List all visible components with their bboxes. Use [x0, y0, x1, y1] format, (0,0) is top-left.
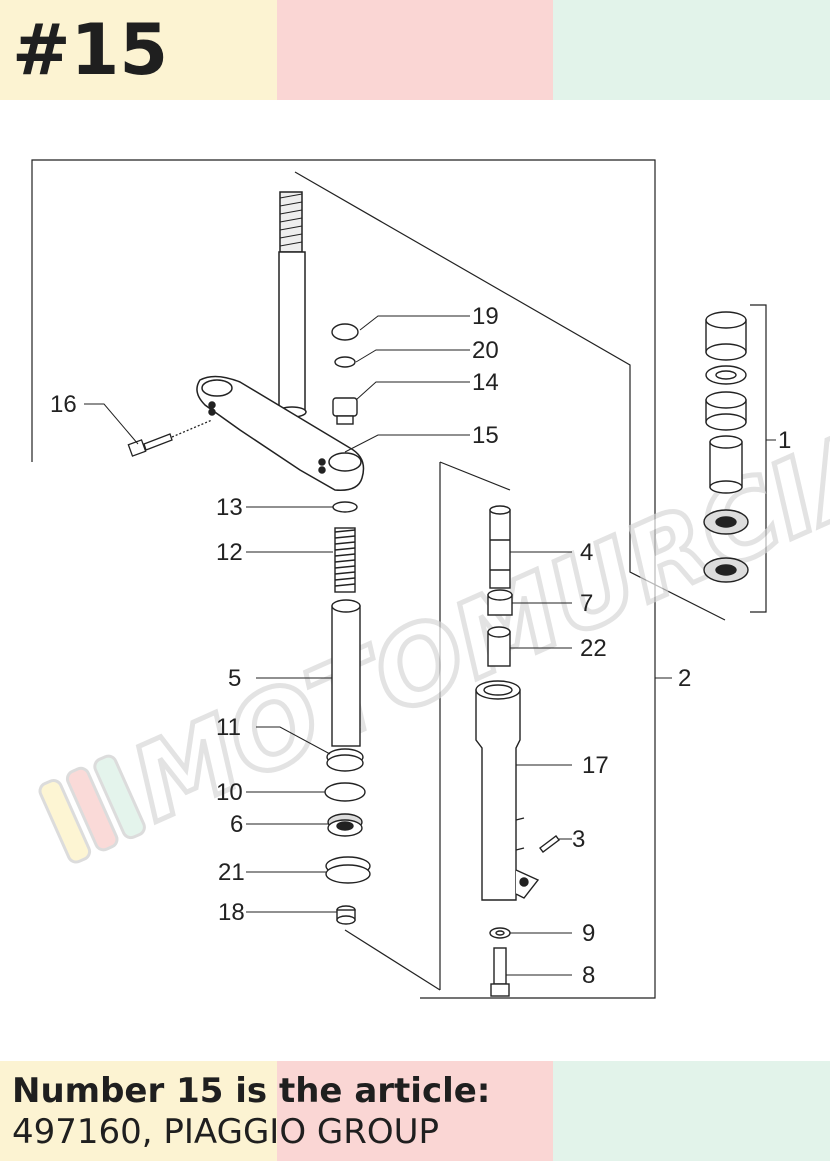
callout-14: 14: [472, 369, 499, 396]
ring-10: [324, 782, 366, 802]
fork-clamp: [196, 375, 365, 491]
tube-5: [331, 599, 361, 747]
callout-20: 20: [472, 337, 499, 364]
top-color-band: [0, 0, 830, 100]
spring-12: [334, 527, 356, 593]
callout-5: 5: [228, 665, 241, 692]
callout-10: 10: [216, 779, 243, 806]
steering-bearing-set-1: [703, 311, 749, 583]
spacer-18: [336, 905, 356, 925]
article-detail: 497160, PIAGGIO GROUP: [12, 1112, 440, 1152]
washer-9: [489, 927, 511, 939]
callout-17: 17: [582, 752, 609, 779]
assembly-frame: [31, 159, 656, 999]
bushing-7: [487, 589, 513, 616]
callout-21: 21: [218, 859, 245, 886]
callout-8: 8: [582, 962, 595, 989]
callout-1: 1: [778, 427, 791, 454]
callout-9: 9: [582, 920, 595, 947]
o-ring-20: [334, 356, 356, 368]
seal-11: [326, 748, 364, 772]
shaft-4: [489, 505, 511, 589]
o-ring-13: [332, 501, 358, 513]
callout-15: 15: [472, 422, 499, 449]
leader-lines: [84, 315, 776, 976]
ring-21: [325, 856, 371, 884]
steering-stem: [277, 191, 307, 418]
bolt-8: [490, 947, 510, 997]
callout-2: 2: [678, 665, 691, 692]
bolt-16: [127, 419, 213, 457]
bearing-6: [327, 813, 363, 837]
callout-12: 12: [216, 539, 243, 566]
callout-11: 11: [216, 714, 241, 741]
fork-leg-17: [475, 680, 540, 901]
callout-16: 16: [50, 391, 77, 418]
callout-18: 18: [218, 899, 245, 926]
bottom-color-band: [0, 1061, 830, 1161]
callout-22: 22: [580, 635, 607, 662]
callout-6: 6: [230, 811, 243, 838]
callout-labels: 19 20 14 15 16 13 12 5 11 10 6 21 18 4 7…: [50, 303, 791, 989]
plug-14: [332, 397, 358, 425]
callout-13: 13: [216, 494, 243, 521]
screw-3: [539, 835, 560, 853]
bushing-22: [487, 626, 511, 667]
exploded-parts-diagram: MOTOMURCIA: [31, 159, 830, 999]
bracket-1: [750, 304, 767, 613]
article-heading: Number 15 is the article:: [12, 1071, 491, 1111]
callout-7: 7: [580, 590, 593, 617]
page-title: #15: [12, 9, 169, 91]
callout-3: 3: [572, 826, 585, 853]
callout-19: 19: [472, 303, 499, 330]
cap-19: [331, 323, 359, 341]
callout-4: 4: [580, 539, 593, 566]
